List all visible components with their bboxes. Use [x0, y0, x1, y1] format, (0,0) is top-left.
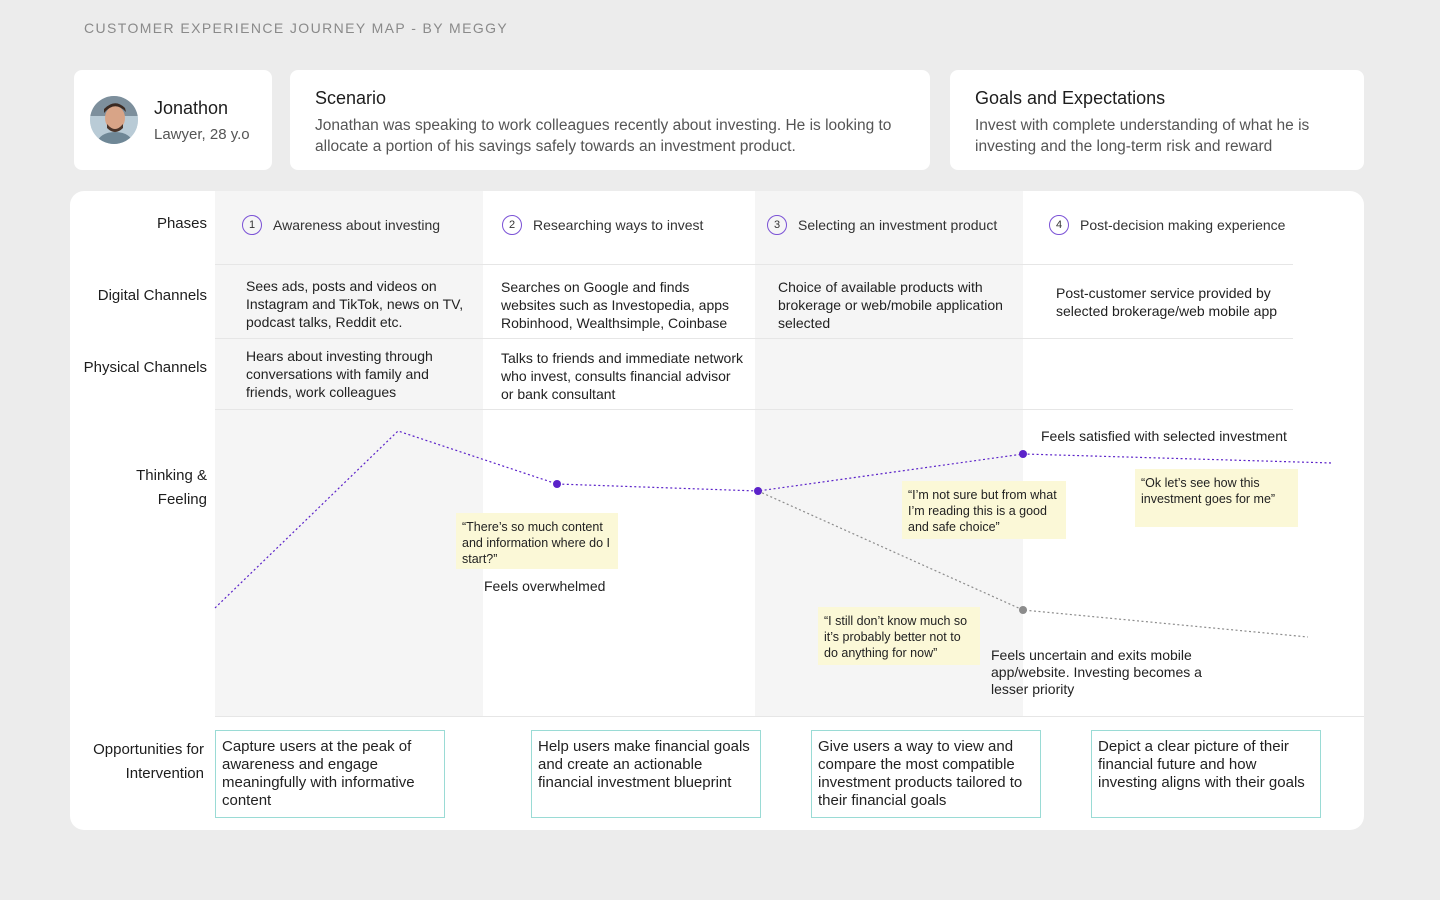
phase-4: 4 Post-decision making experience	[1049, 215, 1285, 235]
feeling-label: Feels satisfied with selected investment	[1041, 428, 1287, 444]
row-label-digital-channels: Digital Channels	[97, 287, 207, 304]
quote-note: “I’m not sure but from what I’m reading …	[902, 481, 1066, 539]
scenario-text: Jonathan was speaking to work colleagues…	[315, 117, 892, 155]
digital-channel-cell: Post-customer service provided by select…	[1056, 285, 1278, 319]
row-label-feeling: Feeling	[157, 491, 207, 508]
goals-text: Invest with complete understanding of wh…	[975, 117, 1310, 155]
opportunity-box: Capture users at the peak of awareness a…	[215, 730, 445, 818]
page-title: CUSTOMER EXPERIENCE JOURNEY MAP - BY MEG…	[84, 20, 509, 36]
journey-map: Phases Digital Channels Physical Channel…	[70, 191, 1364, 830]
digital-channel-cell: Choice of available products with broker…	[778, 279, 1003, 331]
divider-line	[215, 264, 1293, 265]
phase-1: 1 Awareness about investing	[242, 215, 440, 235]
persona-card: Jonathon Lawyer, 28 y.o	[74, 70, 272, 170]
row-label-physical-channels: Physical Channels	[83, 359, 207, 376]
scenario-card: Scenario Jonathan was speaking to work c…	[290, 70, 930, 170]
physical-channel-cell: Hears about investing through conversati…	[246, 348, 433, 400]
phase-label: Selecting an investment product	[798, 217, 998, 233]
phase-number: 3	[767, 215, 787, 235]
quote-note: “There’s so much content and information…	[456, 513, 618, 569]
opportunity-box: Help users make financial goals and crea…	[531, 730, 761, 818]
emotion-point-alternate	[1019, 606, 1027, 614]
emotion-point	[754, 487, 762, 495]
row-label-thinking: Thinking &	[136, 467, 207, 484]
opportunity-box: Give users a way to view and compare the…	[811, 730, 1041, 818]
quote-note: “I still don’t know much so it’s probabl…	[818, 607, 980, 665]
phase-column-shade-1	[215, 191, 483, 716]
row-label-phases: Phases	[156, 215, 207, 232]
phase-number: 2	[502, 215, 522, 235]
emotion-point	[1019, 450, 1027, 458]
phase-label: Post-decision making experience	[1080, 217, 1286, 233]
phase-label: Researching ways to invest	[533, 217, 704, 233]
emotion-curve	[214, 430, 1333, 638]
feeling-label: Feels overwhelmed	[484, 578, 606, 594]
goals-card: Goals and Expectations Invest with compl…	[950, 70, 1364, 170]
feeling-label: Feels uncertain and exits mobile app/web…	[991, 647, 1202, 697]
emotion-line	[214, 430, 1333, 609]
physical-channel-cell: Talks to friends and immediate network w…	[501, 350, 743, 402]
digital-channel-cell: Sees ads, posts and videos on Instagram …	[246, 278, 464, 330]
divider-line	[215, 716, 1364, 717]
persona-name: Jonathon	[154, 98, 229, 118]
phase-number: 1	[242, 215, 262, 235]
row-label-opportunities: Opportunities for	[93, 741, 204, 758]
phase-number: 4	[1049, 215, 1069, 235]
divider-line	[215, 409, 1293, 410]
divider-line	[215, 338, 1293, 339]
goals-title: Goals and Expectations	[975, 88, 1166, 108]
phase-3: 3 Selecting an investment product	[767, 215, 997, 235]
phase-2: 2 Researching ways to invest	[502, 215, 703, 235]
persona-role: Lawyer, 28 y.o	[154, 126, 250, 143]
phase-label: Awareness about investing	[273, 217, 441, 233]
quote-note: “Ok let’s see how this investment goes f…	[1135, 469, 1298, 527]
avatar-icon	[90, 96, 138, 144]
avatar	[90, 96, 138, 144]
row-label-intervention: Intervention	[125, 765, 204, 782]
emotion-point	[553, 480, 561, 488]
scenario-title: Scenario	[315, 88, 387, 108]
opportunity-box: Depict a clear picture of their financia…	[1091, 730, 1321, 818]
digital-channel-cell: Searches on Google and finds websites su…	[501, 279, 730, 331]
